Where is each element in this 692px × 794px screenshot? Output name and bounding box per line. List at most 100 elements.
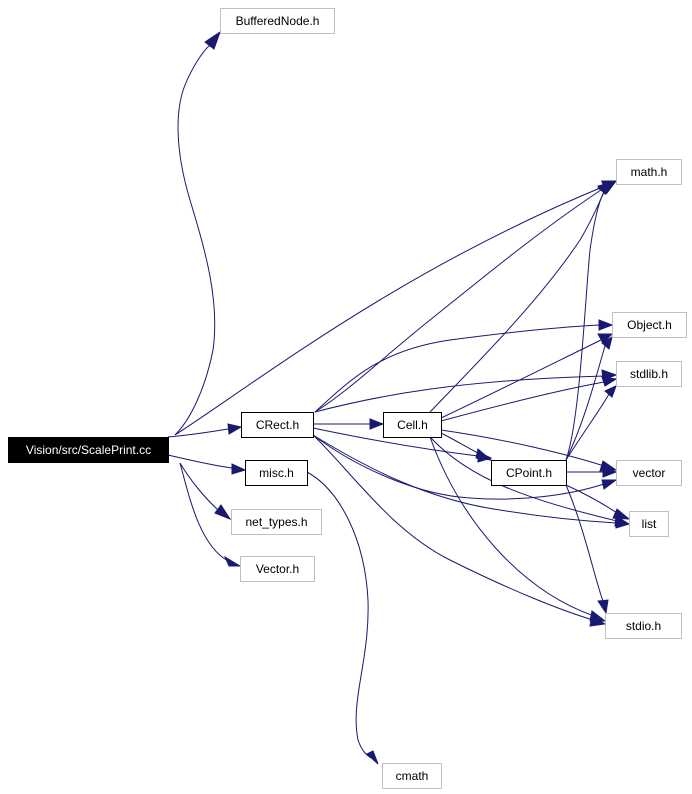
node-box [612,312,687,338]
edge-line [312,434,594,621]
node-box [616,460,682,486]
edge-cpoint-to-vector [566,466,618,478]
edge-scaleprint-to-nettypes [179,462,232,521]
arrowhead-icon [597,333,614,344]
edge-line [565,484,618,514]
edge-cpoint-to-stdlib [565,385,617,461]
node-box [8,437,169,463]
node-math[interactable]: math.h [616,159,682,185]
node-cell[interactable]: Cell.h [383,412,442,438]
edge-line [565,484,604,602]
edge-misc-to-cmath [306,471,379,765]
edge-line [565,393,610,461]
node-label: math.h [631,165,668,179]
arrowhead-icon [601,376,618,387]
node-label: cmath [396,769,429,783]
edge-crect-to-stdlib [314,369,618,413]
edge-cell-to-stdlib [440,376,618,422]
arrowhead-icon [369,418,385,430]
edge-scaleprint-to-crect [167,423,243,438]
edge-line [565,345,606,461]
node-vector[interactable]: vector [616,460,682,486]
arrowhead-icon [597,182,611,195]
edge-line [312,434,605,500]
edge-line [314,375,605,413]
edge-cpoint-to-math [565,182,611,461]
node-label: list [642,517,657,531]
edge-line [429,189,606,413]
node-label: CPoint.h [506,466,552,480]
edge-line [440,429,605,467]
node-layer: Vision/src/ScalePrint.cc BufferedNode.h ma… [8,8,687,789]
edge-line [312,434,618,524]
edge-line [440,381,605,422]
node-bufferednode[interactable]: BufferedNode.h [220,8,335,34]
edge-line [306,471,372,759]
node-label: misc.h [259,466,294,480]
edge-line [440,432,481,455]
node-box [382,763,442,789]
node-box [245,460,308,486]
arrowhead-icon [612,508,631,520]
node-box [241,412,314,438]
node-nettypes[interactable]: net_types.h [231,509,322,535]
node-list[interactable]: list [629,511,669,537]
arrowhead-icon [214,504,232,521]
node-box [605,613,682,639]
node-label: BufferedNode.h [236,14,320,28]
node-label: Cell.h [397,418,428,432]
node-stdlib[interactable]: stdlib.h [616,361,682,387]
node-box [220,8,335,34]
edge-line [174,44,216,436]
edge-line [167,454,233,469]
edge-cpoint-to-object [565,335,613,461]
node-box [616,159,682,185]
edge-cpoint-to-list [565,484,631,520]
node-object[interactable]: Object.h [612,312,687,338]
edge-line [429,436,595,617]
edge-cell-to-stdio [429,436,607,622]
node-scaleprint[interactable]: Vision/src/ScalePrint.cc [8,437,169,463]
node-crect[interactable]: CRect.h [241,412,314,438]
edge-line [429,436,618,522]
edge-layer [167,30,631,765]
arrowhead-icon [602,466,618,478]
node-box [491,460,567,486]
edge-line [440,339,602,419]
edge-line [565,189,606,461]
arrowhead-icon [475,448,493,461]
node-label: stdlib.h [630,367,668,381]
node-label: Vector.h [256,562,299,576]
node-label: Object.h [627,318,672,332]
edge-line [314,324,601,413]
arrowhead-icon [204,30,221,50]
node-label: CRect.h [256,418,299,432]
edge-cpoint-to-stdio [565,484,609,615]
node-label: Vision/src/ScalePrint.cc [26,443,151,457]
edge-line [312,427,479,457]
arrowhead-icon [598,319,614,331]
arrowhead-icon [227,423,243,435]
node-label: stdio.h [626,619,661,633]
node-box [231,509,322,535]
node-vectorh[interactable]: Vector.h [240,556,315,582]
edge-scaleprint-to-math [174,180,618,436]
edge-cell-to-object [440,333,614,419]
node-label: vector [633,466,666,480]
arrowhead-icon [589,610,607,622]
node-box [240,556,315,582]
node-misc[interactable]: misc.h [245,460,308,486]
arrowhead-icon [597,599,609,615]
node-label: net_types.h [245,515,307,529]
arrowhead-icon [601,335,613,350]
edge-line [179,462,229,562]
edge-scaleprint-to-misc [167,454,247,475]
edge-scaleprint-to-bufferednode [174,30,221,436]
node-cpoint[interactable]: CPoint.h [491,460,567,486]
node-stdio[interactable]: stdio.h [605,613,682,639]
node-cmath[interactable]: cmath [382,763,442,789]
arrowhead-icon [601,479,618,490]
edge-crect-to-cell [313,418,385,430]
